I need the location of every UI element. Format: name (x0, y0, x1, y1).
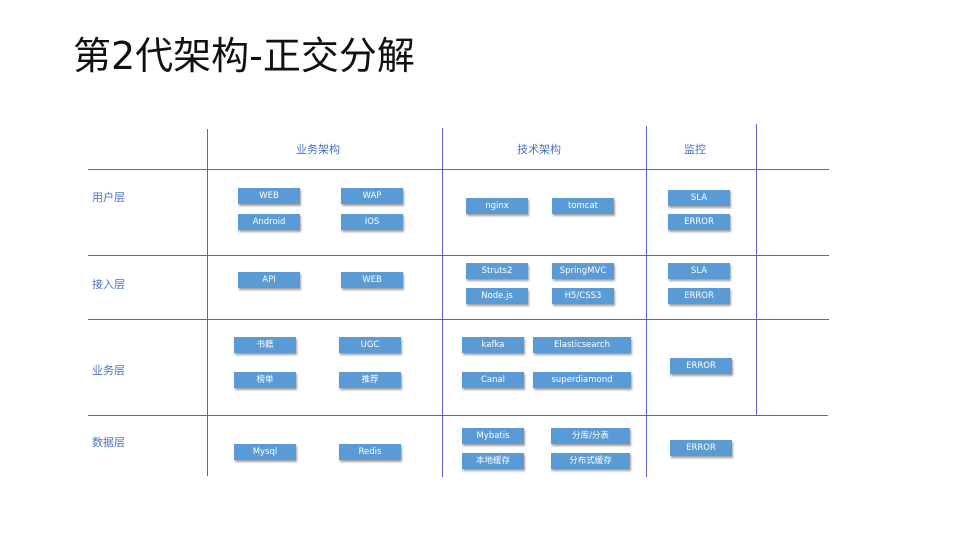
grid-vline-2 (442, 128, 443, 477)
grid-vline-4 (756, 124, 757, 415)
component-box: UGC (339, 337, 401, 353)
component-box: ERROR (670, 440, 732, 456)
column-header-monitor: 监控 (684, 143, 706, 156)
component-box: WEB (238, 188, 300, 204)
component-box: H5/CSS3 (552, 288, 614, 304)
component-box: Elasticsearch (533, 337, 631, 353)
component-box: API (238, 272, 300, 288)
component-box: Android (238, 214, 300, 230)
grid-hline-2 (88, 255, 829, 256)
component-box: 榜单 (234, 372, 296, 388)
component-box: Node.js (466, 288, 528, 304)
component-box: Canal (462, 372, 524, 388)
grid-hline-1 (88, 169, 829, 170)
component-box: WAP (341, 188, 403, 204)
column-header-business: 业务架构 (296, 143, 340, 156)
grid-vline-3 (646, 126, 647, 477)
component-box: Mybatis (462, 428, 524, 444)
component-box: 推荐 (339, 372, 401, 388)
component-box: superdiamond (533, 372, 631, 388)
component-box: ERROR (668, 214, 730, 230)
component-box: SLA (668, 190, 730, 206)
component-box: IOS (341, 214, 403, 230)
row-label-user: 用户层 (92, 191, 125, 204)
component-box: 分布式缓存 (551, 453, 630, 469)
grid-vline-1 (207, 129, 208, 476)
component-box: ERROR (668, 288, 730, 304)
component-box: ERROR (670, 358, 732, 374)
component-box: Mysql (234, 444, 296, 460)
component-box: tomcat (552, 198, 614, 214)
component-box: Struts2 (466, 263, 528, 279)
component-box: SLA (668, 263, 730, 279)
grid-hline-4 (88, 415, 828, 416)
row-label-access: 接入层 (92, 278, 125, 291)
component-box: WEB (341, 272, 403, 288)
column-header-tech: 技术架构 (517, 143, 561, 156)
component-box: SpringMVC (552, 263, 614, 279)
page-title: 第2代架构-正交分解 (73, 34, 415, 78)
component-box: 书籍 (234, 337, 296, 353)
grid-hline-3 (88, 319, 829, 320)
component-box: nginx (466, 198, 528, 214)
component-box: 本地缓存 (462, 453, 524, 469)
component-box: Redis (339, 444, 401, 460)
component-box: 分库/分表 (551, 428, 630, 444)
row-label-service: 业务层 (92, 364, 125, 377)
component-box: kafka (462, 337, 524, 353)
row-label-data: 数据层 (92, 436, 125, 449)
